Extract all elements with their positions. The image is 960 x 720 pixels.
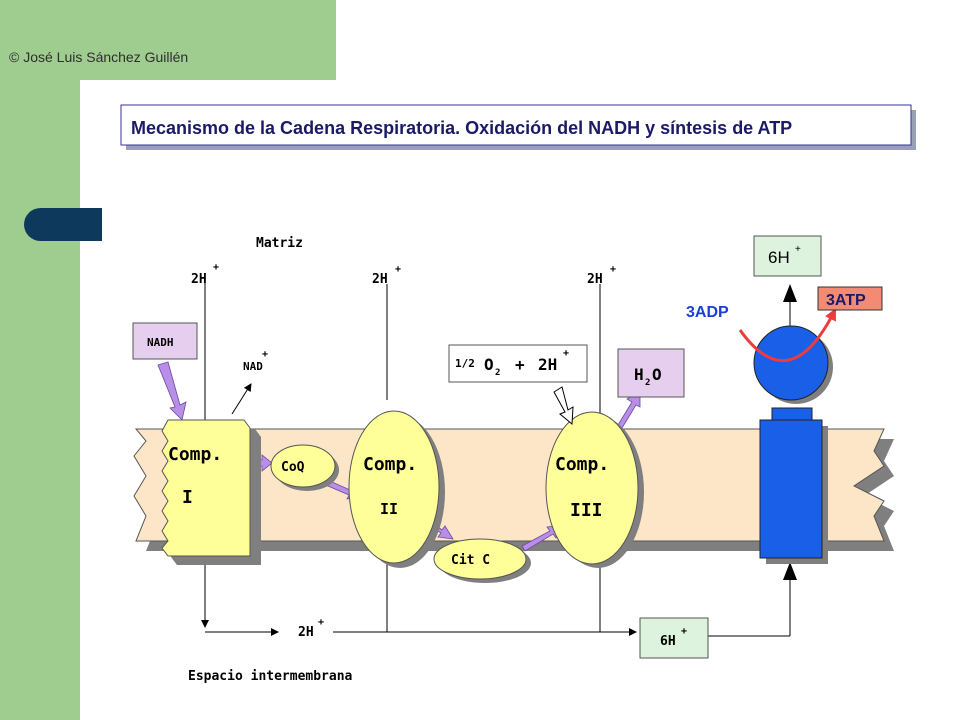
nad-label: NAD (243, 360, 263, 373)
tab-marker-fill (80, 208, 102, 241)
comp3-to-h2o-arrow (617, 390, 641, 429)
nadh-box: NADH (132, 322, 198, 360)
six-h-top-plus: + (795, 244, 801, 255)
sidebar-band (0, 0, 80, 720)
h2o-o: O (652, 365, 662, 384)
nadh-label: NADH (147, 336, 174, 349)
plus-sup-c3: + (610, 264, 616, 275)
arrow-up-bottom-icon (783, 562, 797, 580)
comp1-number: I (182, 487, 193, 508)
arrow-up-top-icon (783, 284, 797, 302)
comp2-number: II (380, 500, 398, 518)
oxygen-box: 1/2 O 2 + 2H + (448, 344, 588, 383)
plus-sup-c1: + (213, 262, 219, 273)
h-plus-label-c3: 2H (587, 272, 603, 287)
atp-label: 3ATP (826, 292, 866, 309)
comp3-number: III (570, 500, 603, 521)
h-plus-label-c1: 2H (191, 272, 207, 287)
comp2-label: Comp. (363, 454, 417, 475)
nad-arrow (231, 383, 252, 415)
six-h-bottom-box: 6H + (639, 617, 709, 659)
copyright-text: © José Luis Sánchez Guillén (9, 49, 189, 65)
h-plus-label-bottom: 2H (298, 625, 314, 640)
o2-label: O (484, 355, 494, 374)
six-h-top-label: 6H (768, 248, 790, 267)
h2o-h: H (634, 365, 644, 384)
h2o-box: H 2 O (617, 348, 685, 398)
complex-iii: Comp. III (545, 411, 644, 568)
h2-label: 2H (538, 355, 557, 374)
adp-to-atp-curve (738, 308, 837, 363)
top-band (0, 0, 336, 80)
coq-node: CoQ (270, 444, 339, 491)
citc-label: Cit C (451, 553, 490, 568)
plus-sup-c2: + (395, 264, 401, 275)
atp-synthase (753, 325, 833, 564)
espacio-label: Espacio intermembrana (188, 669, 353, 684)
complex-i: Comp. I (161, 419, 261, 565)
coq-label: CoQ (281, 460, 305, 475)
page-title: Mecanismo de la Cadena Respiratoria. Oxi… (131, 118, 792, 138)
atp-box: 3ATP (817, 286, 883, 311)
half-label: 1/2 (455, 357, 475, 370)
citc-node: Cit C (433, 538, 531, 583)
h-plus-label-c2: 2H (372, 272, 388, 287)
comp1-label: Comp. (168, 444, 222, 465)
h2-plus-sup: + (563, 348, 569, 359)
adp-label: 3ADP (686, 304, 729, 321)
plus-sup-bottom: + (318, 617, 324, 628)
complex-ii: Comp. II (348, 410, 445, 568)
h2o-subscript: 2 (645, 378, 650, 388)
six-h-top-box: 6H + (753, 235, 822, 277)
oxygen-arrow (553, 386, 574, 426)
six-h-bottom-label: 6H (660, 634, 676, 649)
nadh-to-comp1-arrow (157, 361, 187, 421)
six-h-bottom-plus: + (681, 626, 687, 637)
matriz-label: Matriz (256, 236, 303, 251)
plus-sign: + (515, 355, 525, 374)
title-box: Mecanismo de la Cadena Respiratoria. Oxi… (120, 104, 916, 150)
nad-plus-sup: + (262, 349, 268, 360)
comp3-label: Comp. (555, 454, 609, 475)
o2-subscript: 2 (495, 368, 500, 378)
